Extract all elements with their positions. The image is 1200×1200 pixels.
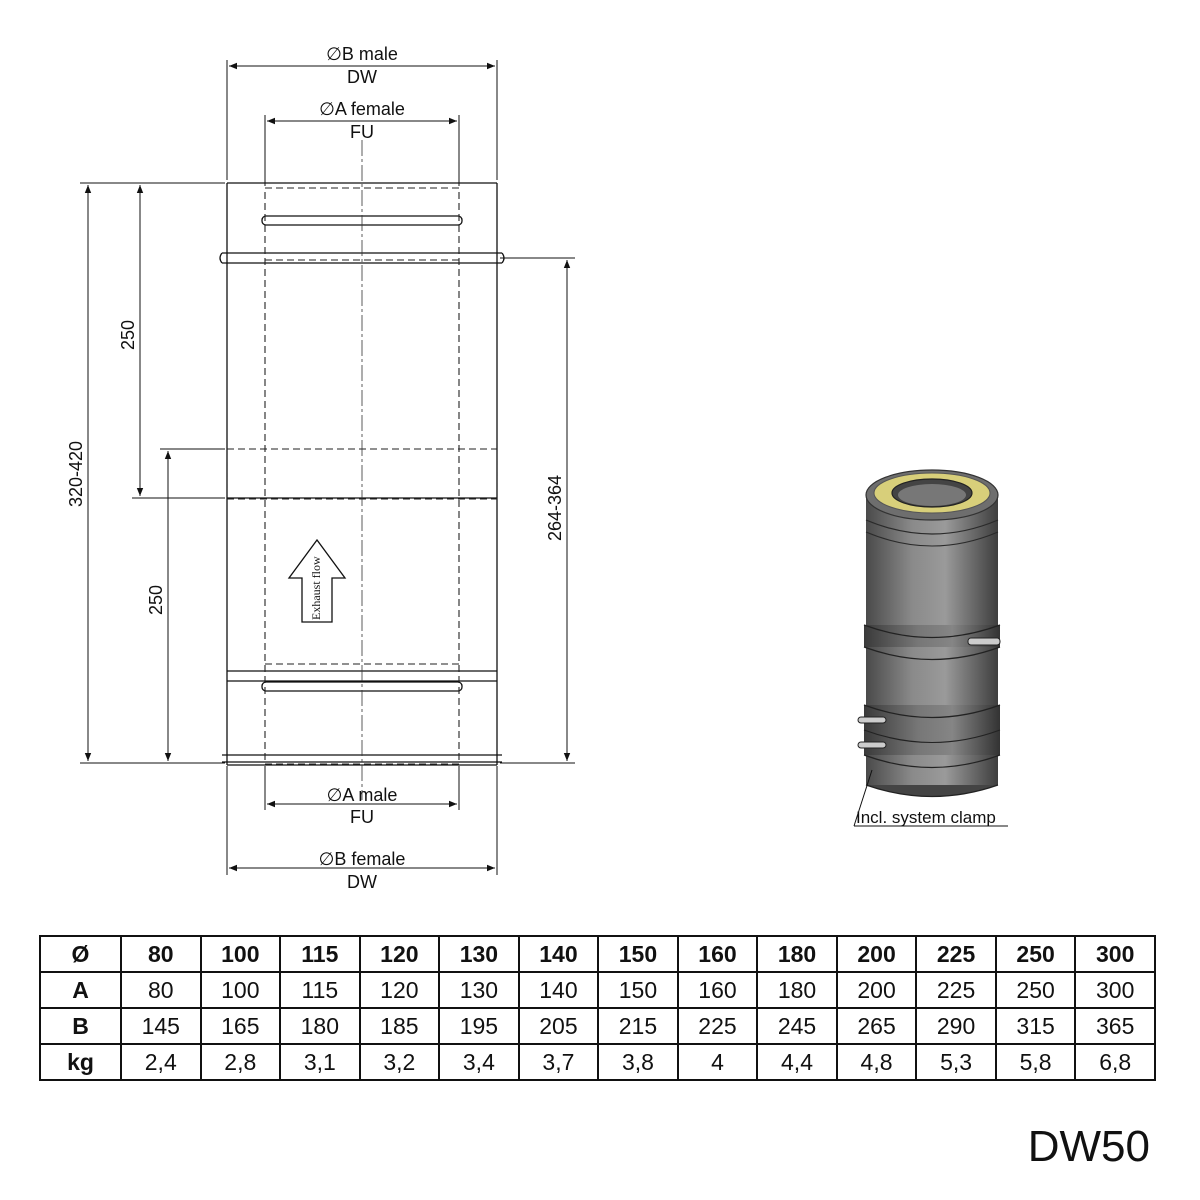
table-cell: 100 xyxy=(199,971,282,1009)
table-cell: 115 xyxy=(279,971,361,1009)
table-cell: 4 xyxy=(676,1043,759,1081)
table-row: A 80 100 115 120 130 140 150 160 180 200… xyxy=(39,971,1156,1009)
table-cell: 225 xyxy=(915,971,997,1009)
svg-text:DW: DW xyxy=(347,872,377,892)
table-cell: 120 xyxy=(358,971,441,1009)
dim-upper-250: 250 xyxy=(118,185,225,499)
table-cell: 250 xyxy=(994,935,1077,973)
svg-text:FU: FU xyxy=(350,807,374,827)
table-cell: 3,8 xyxy=(597,1043,679,1081)
system-clamp-icon xyxy=(857,637,1001,749)
table-cell: 245 xyxy=(756,1007,838,1045)
table-cell: 180 xyxy=(279,1007,361,1045)
svg-text:∅B male: ∅B male xyxy=(326,44,398,64)
table-cell: B xyxy=(39,1007,122,1045)
table-cell: 145 xyxy=(120,1007,202,1045)
dim-a-male: ∅A male FU xyxy=(264,766,460,827)
svg-text:250: 250 xyxy=(146,585,166,615)
svg-text:FU: FU xyxy=(350,122,374,142)
spec-table: Ø 80 100 115 120 130 140 150 160 180 200… xyxy=(39,935,1156,1081)
table-cell: 6,8 xyxy=(1074,1043,1156,1081)
table-cell: 150 xyxy=(597,971,679,1009)
table-cell: 80 xyxy=(120,971,202,1009)
table-cell: 130 xyxy=(438,935,520,973)
table-cell: 225 xyxy=(915,935,997,973)
table-cell: 160 xyxy=(676,971,759,1009)
table-cell: 80 xyxy=(120,935,202,973)
table-cell: 140 xyxy=(517,971,600,1009)
pipe-side-view xyxy=(219,140,505,800)
table-cell: 3,1 xyxy=(279,1043,361,1081)
table-cell: 160 xyxy=(676,935,759,973)
table-cell: 200 xyxy=(835,935,918,973)
table-header-row: Ø 80 100 115 120 130 140 150 160 180 200… xyxy=(39,935,1156,973)
table-cell: 265 xyxy=(835,1007,918,1045)
table-cell: 3,7 xyxy=(517,1043,600,1081)
table-cell: 115 xyxy=(279,935,361,973)
table-cell: 250 xyxy=(994,971,1077,1009)
dim-b-male: ∅B male DW xyxy=(226,44,498,180)
table-cell: 2,8 xyxy=(199,1043,282,1081)
table-cell: 140 xyxy=(517,935,600,973)
table-cell: 315 xyxy=(994,1007,1077,1045)
table-cell: 4,4 xyxy=(756,1043,838,1081)
table-cell: 4,8 xyxy=(835,1043,918,1081)
table-cell: 185 xyxy=(358,1007,441,1045)
table-cell: 150 xyxy=(597,935,679,973)
table-cell: 200 xyxy=(835,971,918,1009)
table-cell: 290 xyxy=(915,1007,997,1045)
product-code: DW50 xyxy=(1027,1122,1150,1171)
table-cell: 3,2 xyxy=(358,1043,441,1081)
exhaust-flow-arrow: Exhaust flow xyxy=(287,538,347,623)
table-cell: 130 xyxy=(438,971,520,1009)
table-cell: 215 xyxy=(597,1007,679,1045)
table-cell: 2,4 xyxy=(120,1043,202,1081)
table-cell: 365 xyxy=(1074,1007,1156,1045)
technical-drawing: Exhaust flow ∅B male DW ∅A female FU ∅A … xyxy=(66,44,1008,892)
table-cell: 205 xyxy=(517,1007,600,1045)
table-cell: 180 xyxy=(756,971,838,1009)
table-cell: 180 xyxy=(756,935,838,973)
svg-text:∅B female: ∅B female xyxy=(319,849,406,869)
table-cell: kg xyxy=(39,1043,122,1081)
dim-inner-length: 264-364 xyxy=(500,257,575,764)
table-cell: 300 xyxy=(1074,935,1156,973)
table-cell: 225 xyxy=(676,1007,759,1045)
table-cell: 120 xyxy=(358,935,441,973)
table-cell: 100 xyxy=(199,935,282,973)
dim-total-length: 320-420 xyxy=(66,182,225,764)
table-row: kg 2,4 2,8 3,1 3,2 3,4 3,7 3,8 4 4,4 4,8… xyxy=(39,1043,1156,1081)
svg-text:∅A male: ∅A male xyxy=(327,785,398,805)
svg-text:DW: DW xyxy=(347,67,377,87)
svg-text:∅A female: ∅A female xyxy=(319,99,405,119)
svg-text:320-420: 320-420 xyxy=(66,441,86,507)
table-cell: 195 xyxy=(438,1007,520,1045)
product-3d-illustration: Incl. system clamp xyxy=(853,469,1008,827)
table-cell: A xyxy=(39,971,122,1009)
clamp-label: Incl. system clamp xyxy=(856,808,996,827)
dim-b-female: ∅B female DW xyxy=(226,766,498,892)
table-cell: 165 xyxy=(199,1007,282,1045)
table-cell: 5,8 xyxy=(994,1043,1077,1081)
table-row: B 145 165 180 185 195 205 215 225 245 26… xyxy=(39,1007,1156,1045)
svg-text:264-364: 264-364 xyxy=(545,475,565,541)
svg-text:250: 250 xyxy=(118,320,138,350)
dim-a-female: ∅A female FU xyxy=(264,99,460,186)
table-cell: 5,3 xyxy=(915,1043,997,1081)
exhaust-flow-label: Exhaust flow xyxy=(309,556,323,620)
dim-lower-250: 250 xyxy=(146,448,225,761)
table-cell: 3,4 xyxy=(438,1043,520,1081)
table-cell: 300 xyxy=(1074,971,1156,1009)
table-cell: Ø xyxy=(39,935,122,973)
